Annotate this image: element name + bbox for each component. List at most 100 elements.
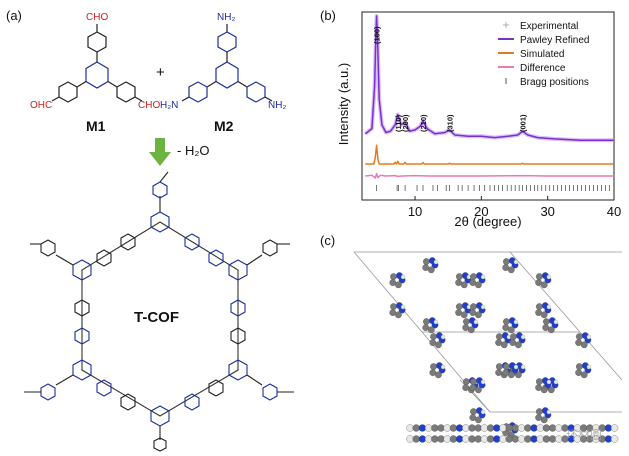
atom-39: [535, 303, 543, 310]
atom-171: [503, 363, 510, 370]
atom-65: [513, 259, 519, 265]
atom-159: [470, 408, 477, 415]
unit-cell-line-4: [509, 251, 581, 333]
side-view-atom-1-3: [424, 435, 433, 443]
atom-17: [400, 304, 406, 310]
side-view-atom-0-10: [468, 424, 476, 432]
atom-55: [475, 281, 482, 289]
side-view-atom-0-5: [437, 424, 445, 432]
byproduct-label: - H₂O: [177, 143, 210, 158]
atom-133: [547, 326, 555, 334]
t-cof-framework: [24, 171, 294, 452]
cof-node-top: [150, 211, 170, 233]
side-view-atom-0-17: [511, 424, 520, 432]
side-view-atom-1-12: [480, 435, 489, 443]
reaction-arrow: [149, 138, 171, 166]
atom-69: [535, 273, 543, 280]
atom-161: [480, 409, 486, 415]
atom-43: [507, 326, 515, 334]
series-line-0: [364, 15, 614, 141]
side-view-atom-1-23: [548, 435, 557, 443]
side-view-atom-1-1: [412, 435, 420, 443]
atom-3: [455, 303, 463, 310]
side-view-atom-0-32: [604, 424, 613, 432]
legend-label-0: Experimental: [520, 21, 578, 32]
m2-amine-right: NH₂: [268, 100, 286, 111]
atom-147: [535, 408, 543, 415]
atom-20: [389, 279, 397, 286]
atom-97: [467, 326, 475, 334]
atom-51: [470, 303, 477, 310]
side-view-atom-1-11: [474, 435, 482, 443]
atom-57: [470, 273, 477, 280]
side-view-atom-0-23: [548, 424, 557, 432]
atom-98: [462, 324, 470, 331]
watermark-text: 环材圈: [566, 428, 603, 442]
atom-157: [475, 416, 482, 424]
side-view-atom-1-17: [511, 435, 520, 443]
legend-label-4: Bragg positions: [520, 77, 589, 88]
atom-110: [575, 369, 582, 376]
atom-134: [542, 324, 550, 331]
side-view-atom-1-4: [431, 435, 439, 443]
atom-8: [422, 324, 430, 331]
atom-149: [546, 409, 552, 415]
side-view-atom-0-22: [542, 424, 551, 432]
side-view-atom-0-21: [536, 424, 544, 432]
side-view-atom-1-8: [455, 435, 464, 443]
atom-2: [455, 309, 462, 316]
legend-label-3: Difference: [520, 63, 566, 74]
side-view-atom-1-5: [437, 435, 445, 443]
side-view-atom-1-18: [517, 435, 526, 443]
side-view-atom-1-19: [524, 435, 532, 443]
atom-146: [535, 414, 542, 421]
atom-103: [500, 341, 508, 349]
side-view-atom-0-1: [412, 424, 420, 432]
atom-49: [475, 311, 482, 319]
peak-label-0: (100): [373, 26, 382, 44]
atom-165: [470, 378, 477, 385]
peak-label-5: (001): [518, 114, 527, 132]
atom-119: [553, 379, 559, 385]
m1-top-phenyl-ring: [87, 31, 107, 53]
side-view-atom-1-21: [536, 435, 544, 443]
atom-74: [495, 369, 502, 376]
side-view-atom-0-14: [493, 424, 501, 432]
reaction-scheme-svg: CHO OHC CHO NH₂ H₂N NH₂: [24, 12, 294, 452]
atom-47: [513, 319, 519, 325]
panel-label-b: (b): [320, 8, 336, 23]
atom-15: [390, 303, 397, 310]
atom-145: [540, 416, 548, 424]
peak-label-2: (200): [401, 114, 410, 132]
m1-aldehyde-top: CHO: [86, 12, 108, 23]
atom-129: [510, 333, 517, 340]
panel-label-c: (c): [320, 233, 336, 248]
unit-cell-line-2: [353, 251, 423, 333]
atom-137: [553, 319, 559, 325]
atom-44: [502, 324, 510, 331]
m2-amine-left: H₂N: [160, 100, 178, 111]
side-view-atom-0-6: [443, 424, 451, 432]
atom-173: [513, 364, 519, 370]
monomer-m1-structure: [51, 24, 143, 103]
atom-68: [535, 279, 542, 286]
side-view-atom-0-8: [455, 424, 464, 432]
m1-triazine-ring: [85, 61, 109, 89]
atom-139: [580, 341, 588, 349]
atom-56: [469, 279, 477, 286]
legend-label-2: Simulated: [520, 49, 564, 60]
m2-left-pyridine-ring: [188, 81, 208, 103]
atom-13: [395, 311, 402, 319]
atom-62: [502, 264, 510, 271]
side-view-atom-0-20: [530, 424, 538, 432]
side-view-atom-0-3: [424, 424, 433, 432]
side-view-atom-1-13: [486, 435, 495, 443]
m2-amine-top: NH₂: [217, 12, 235, 23]
atom-80: [462, 384, 470, 391]
atom-92: [429, 339, 437, 346]
atom-75: [495, 363, 503, 370]
side-view-atom-0-24: [555, 424, 563, 432]
side-view-atom-1-14: [493, 435, 501, 443]
side-view-atom-1-20: [530, 435, 538, 443]
atom-163: [475, 386, 482, 394]
